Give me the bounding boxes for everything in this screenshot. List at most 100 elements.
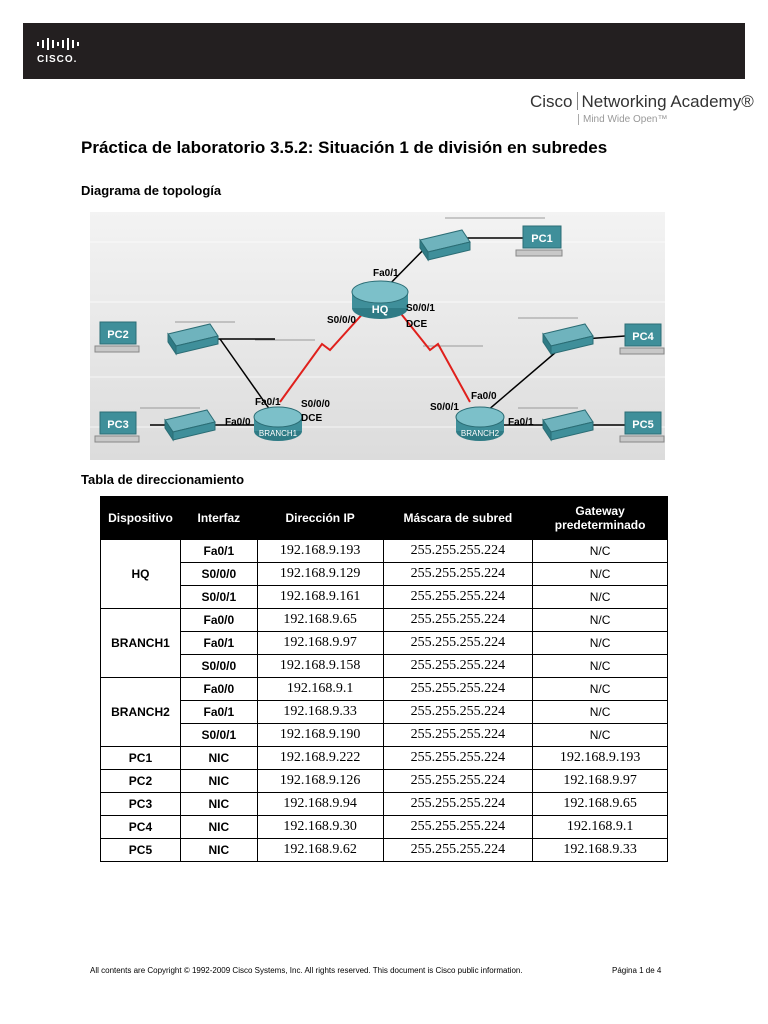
cell-mask: 255.255.255.224 — [382, 608, 534, 632]
label-hq-s001: S0/0/1 — [406, 303, 435, 314]
cell-gateway: N/C — [532, 562, 668, 586]
label-b1-fa00: Fa0/0 — [225, 417, 251, 428]
device-label-hq: HQ — [372, 304, 389, 316]
cell-mask: 255.255.255.224 — [382, 677, 534, 701]
cell-ip: 192.168.9.190 — [256, 723, 384, 747]
cell-ip: 192.168.9.33 — [256, 700, 384, 724]
footer-copyright: All contents are Copyright © 1992-2009 C… — [90, 966, 523, 975]
cell-mask: 255.255.255.224 — [382, 654, 534, 678]
device-label-pc2: PC2 — [107, 329, 128, 341]
cell-interface: Fa0/0 — [179, 608, 258, 632]
cell-gateway: N/C — [532, 677, 668, 701]
cell-gateway: 192.168.9.193 — [532, 746, 668, 770]
cell-ip: 192.168.9.126 — [256, 769, 384, 793]
cell-mask: 255.255.255.224 — [382, 838, 534, 862]
cell-interface: Fa0/1 — [179, 631, 258, 655]
cell-interface: S0/0/0 — [179, 654, 258, 678]
router-branch1-icon: BRANCH1 — [253, 406, 303, 441]
pc2-icon: PC2 — [94, 321, 140, 353]
label-hq-fa01: Fa0/1 — [373, 268, 399, 279]
col-gateway: Gateway predeterminado — [532, 496, 668, 540]
device-label-pc3: PC3 — [107, 419, 128, 431]
cell-mask: 255.255.255.224 — [382, 792, 534, 816]
academy-brand: Cisco — [530, 92, 573, 111]
cell-gateway: N/C — [532, 631, 668, 655]
page-title: Práctica de laboratorio 3.5.2: Situación… — [81, 138, 608, 157]
device-label-pc5: PC5 — [632, 419, 653, 431]
page-number: Página 1 de 4 — [612, 966, 662, 975]
cell-device: PC5 — [100, 838, 181, 862]
cell-interface: S0/0/1 — [179, 723, 258, 747]
device-label-pc1: PC1 — [531, 233, 552, 245]
topology-heading: Diagrama de topología — [81, 183, 222, 198]
cell-gateway: 192.168.9.1 — [532, 815, 668, 839]
cell-interface: Fa0/0 — [179, 677, 258, 701]
header-bar: CISCO. — [23, 23, 745, 79]
cell-ip: 192.168.9.1 — [256, 677, 384, 701]
cell-interface: NIC — [179, 746, 258, 770]
cisco-bridge-icon — [37, 37, 89, 51]
cell-device: PC3 — [100, 792, 181, 816]
cell-gateway: N/C — [532, 723, 668, 747]
cell-device: HQ — [100, 539, 181, 609]
col-interface: Interfaz — [179, 496, 258, 540]
router-hq-icon: HQ — [351, 280, 409, 319]
cell-gateway: 192.168.9.97 — [532, 769, 668, 793]
cell-interface: NIC — [179, 769, 258, 793]
cell-mask: 255.255.255.224 — [382, 631, 534, 655]
cell-ip: 192.168.9.94 — [256, 792, 384, 816]
cell-interface: S0/0/0 — [179, 562, 258, 586]
device-label-branch1: BRANCH1 — [259, 429, 298, 438]
label-b1-fa01: Fa0/1 — [255, 397, 281, 408]
cell-device: PC1 — [100, 746, 181, 770]
device-label-branch2: BRANCH2 — [461, 429, 500, 438]
cell-ip: 192.168.9.222 — [256, 746, 384, 770]
switch-icon — [419, 229, 471, 262]
cell-ip: 192.168.9.62 — [256, 838, 384, 862]
cell-gateway: 192.168.9.33 — [532, 838, 668, 862]
cell-interface: NIC — [179, 815, 258, 839]
cell-gateway: N/C — [532, 654, 668, 678]
device-label-pc4: PC4 — [632, 331, 654, 343]
cell-ip: 192.168.9.65 — [256, 608, 384, 632]
label-b1-s000: S0/0/0 — [301, 399, 330, 410]
cell-mask: 255.255.255.224 — [382, 746, 534, 770]
serial-links — [279, 299, 471, 403]
cell-ip: 192.168.9.30 — [256, 815, 384, 839]
cell-gateway: 192.168.9.65 — [532, 792, 668, 816]
cell-mask: 255.255.255.224 — [382, 769, 534, 793]
col-mask: Máscara de subred — [382, 496, 534, 540]
cell-gateway: N/C — [532, 608, 668, 632]
label-hq-dce: DCE — [406, 319, 427, 330]
cell-mask: 255.255.255.224 — [382, 723, 534, 747]
router-branch2-icon: BRANCH2 — [455, 406, 505, 441]
pc1-icon: PC1 — [515, 225, 563, 257]
cell-ip: 192.168.9.158 — [256, 654, 384, 678]
switch-icon — [167, 323, 219, 356]
cisco-wordmark: CISCO. — [37, 54, 78, 65]
switch-icon — [542, 409, 594, 442]
cell-mask: 255.255.255.224 — [382, 539, 534, 563]
pc5-icon: PC5 — [619, 411, 665, 443]
cell-ip: 192.168.9.129 — [256, 562, 384, 586]
cell-gateway: N/C — [532, 539, 668, 563]
table-heading: Tabla de direccionamiento — [81, 472, 245, 487]
label-b2-fa00: Fa0/0 — [471, 391, 497, 402]
topology-diagram: HQ BRANCH1 BRANCH2 PC1 PC2 PC3 PC4 PC5 — [90, 212, 665, 460]
cell-device: PC4 — [100, 815, 181, 839]
academy-name: Networking Academy® — [581, 92, 754, 111]
label-b1-dce: DCE — [301, 413, 322, 424]
